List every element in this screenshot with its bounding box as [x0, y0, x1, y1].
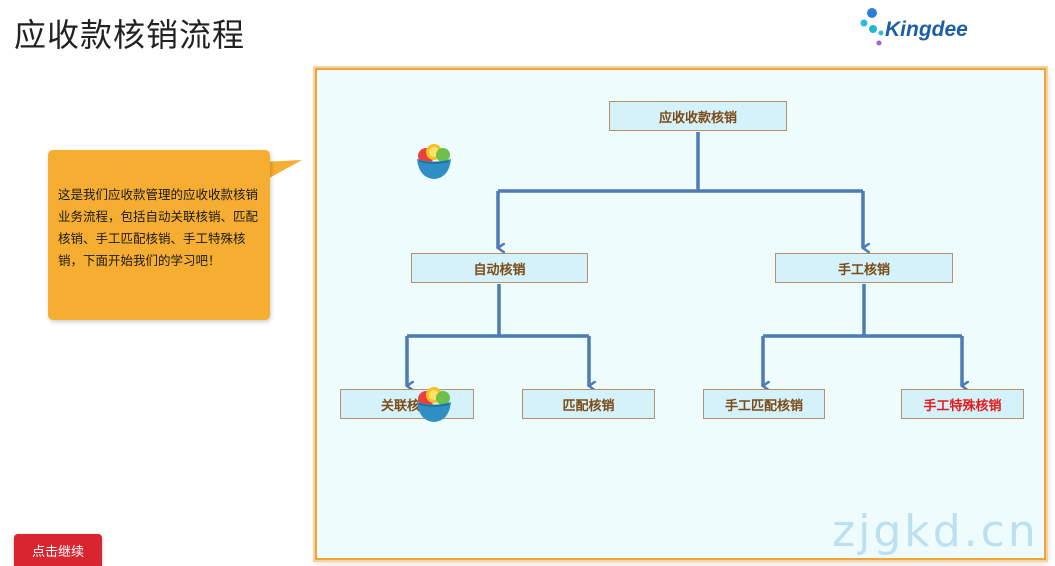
flow-node-manual-match: 手工匹配核销	[703, 389, 825, 419]
fruit-bowl-icon	[417, 387, 451, 422]
speech-bubble: 这是我们应收款管理的应收收款核销业务流程，包括自动关联核销、匹配核销、手工匹配核…	[48, 150, 270, 320]
flow-node-auto-match: 匹配核销	[522, 389, 655, 419]
logo-dots-icon	[860, 8, 884, 46]
page-title: 应收款核销流程	[14, 16, 246, 54]
logo-wordmark: Kingdee	[885, 18, 968, 41]
flow-node-manual-special: 手工特殊核销	[901, 389, 1024, 419]
kingdee-logo: Kingdee	[855, 6, 985, 48]
bubble-text: 这是我们应收款管理的应收收款核销业务流程，包括自动关联核销、匹配核销、手工匹配核…	[58, 187, 259, 268]
bubble-tail	[262, 160, 302, 182]
flow-node-root: 应收收款核销	[609, 101, 787, 131]
fruit-bowl-icon	[417, 144, 451, 179]
flow-node-manual: 手工核销	[775, 253, 953, 283]
watermark: zjgkd.cn	[832, 506, 1039, 557]
flow-node-auto: 自动核销	[411, 253, 588, 283]
continue-button[interactable]: 点击继续	[14, 534, 102, 566]
